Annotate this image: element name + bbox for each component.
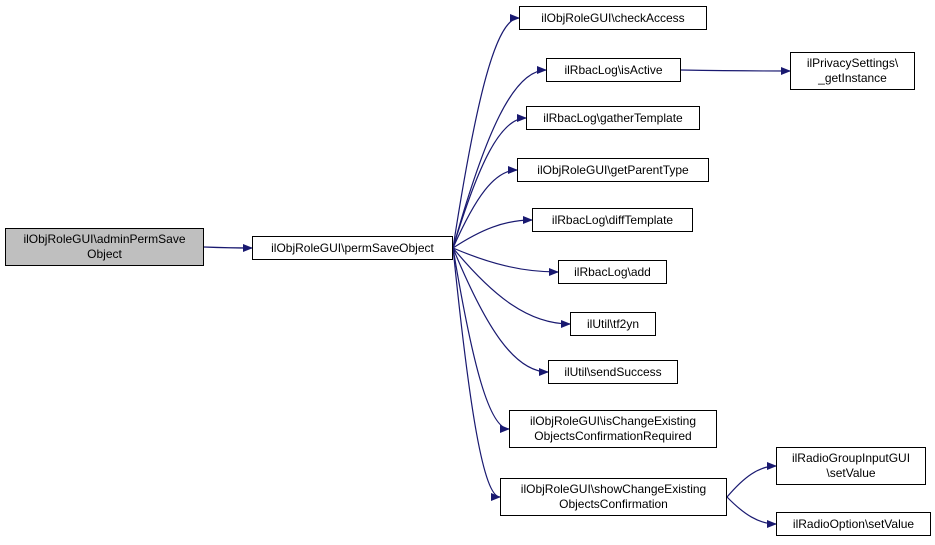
node-privacy[interactable]: ilPrivacySettings\ _getInstance	[790, 52, 915, 90]
node-perm[interactable]: ilObjRoleGUI\permSaveObject	[252, 236, 453, 260]
node-parent[interactable]: ilObjRoleGUI\getParentType	[517, 158, 709, 182]
edge-perm-to-gather	[452, 114, 527, 249]
edge-perm-to-diff	[452, 216, 533, 249]
edge-showchange-to-radiooption	[726, 496, 777, 528]
edge-perm-to-showchange	[452, 247, 501, 501]
node-ischange[interactable]: ilObjRoleGUI\isChangeExisting ObjectsCon…	[509, 410, 717, 448]
edge-perm-to-success	[452, 247, 549, 376]
node-add[interactable]: ilRbacLog\add	[558, 260, 667, 284]
edge-perm-to-tf2yn	[452, 247, 571, 328]
node-showchange[interactable]: ilObjRoleGUI\showChangeExisting ObjectsC…	[500, 478, 727, 516]
node-diff[interactable]: ilRbacLog\diffTemplate	[532, 208, 693, 232]
node-tf2yn[interactable]: ilUtil\tf2yn	[570, 312, 656, 336]
edge-perm-to-check	[452, 14, 520, 249]
edge-isactive-to-privacy	[680, 66, 791, 75]
node-gather[interactable]: ilRbacLog\gatherTemplate	[526, 106, 700, 130]
node-radiooption[interactable]: ilRadioOption\setValue	[776, 512, 931, 536]
edge-perm-to-add	[452, 247, 559, 276]
edge-perm-to-ischange	[452, 247, 510, 433]
node-isactive[interactable]: ilRbacLog\isActive	[546, 58, 681, 82]
node-admin: ilObjRoleGUI\adminPermSave Object	[5, 228, 204, 266]
edge-admin-to-perm	[203, 243, 253, 252]
node-success[interactable]: ilUtil\sendSuccess	[548, 360, 678, 384]
node-radiogroup[interactable]: ilRadioGroupInputGUI \setValue	[776, 447, 926, 485]
edge-showchange-to-radiogroup	[726, 462, 777, 498]
edge-perm-to-isactive	[452, 66, 547, 249]
node-check[interactable]: ilObjRoleGUI\checkAccess	[519, 6, 707, 30]
edge-perm-to-parent	[452, 166, 518, 249]
